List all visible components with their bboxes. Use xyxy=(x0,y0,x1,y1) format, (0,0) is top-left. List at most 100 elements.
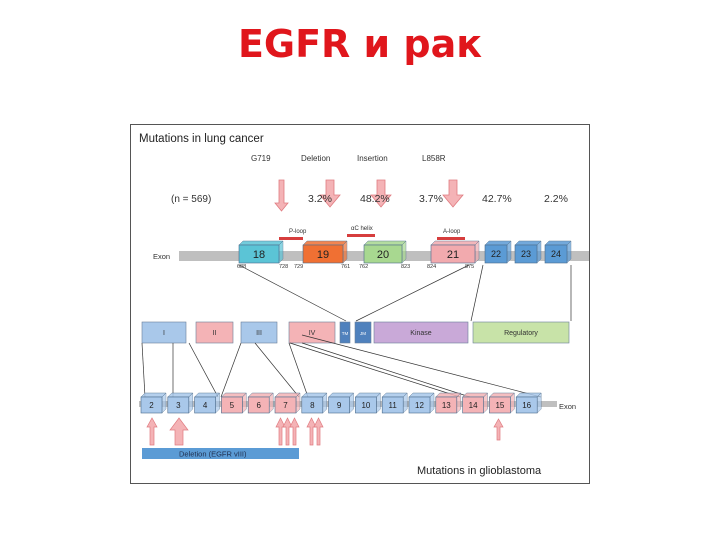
glioblastoma-arrows xyxy=(146,417,504,446)
exon-bottom-box xyxy=(489,396,511,414)
exon-top-side-face xyxy=(506,240,512,264)
exon-bottom-2: 2 xyxy=(140,392,167,414)
exon-bottom-15: 15 xyxy=(488,392,516,414)
domain-label: Regulatory xyxy=(504,330,538,337)
exon-top-box xyxy=(302,244,344,264)
exon-bottom-number: 6 xyxy=(256,401,261,410)
connector-lines-bottom xyxy=(141,334,542,398)
exon-top-number: 22 xyxy=(491,249,501,259)
position-875: 875 xyxy=(465,264,474,270)
deletion-egfr-viii-bar xyxy=(142,448,299,459)
exon-top-side-face xyxy=(474,240,480,264)
arrow-exon3 xyxy=(169,417,189,446)
arrow-exon8a xyxy=(306,417,317,446)
position-762: 762 xyxy=(359,264,368,270)
exon-bottom-box xyxy=(140,396,163,414)
exon-top-top-face xyxy=(430,240,480,246)
domain-label: TM xyxy=(342,331,349,336)
exon-bottom-9: 9 xyxy=(327,392,355,414)
exon-bottom-box xyxy=(167,396,190,414)
mutation-arrows xyxy=(274,179,464,212)
position-728: 728 xyxy=(279,264,288,270)
egfr-mutation-diagram: Mutations in lung cancer G719 Deletion I… xyxy=(130,124,590,484)
position-824: 824 xyxy=(427,264,436,270)
exon-bottom-8: 8 xyxy=(301,392,328,414)
position-823: 823 xyxy=(401,264,410,270)
exon-top-number: 18 xyxy=(253,249,265,261)
exon-bottom-14: 14 xyxy=(461,392,489,414)
exon-bottom-number: 15 xyxy=(495,401,504,410)
domain-i: I xyxy=(141,321,187,344)
exon-top-top-face xyxy=(484,240,512,246)
percentage: 42.7% xyxy=(482,193,512,205)
exon-bottom-12: 12 xyxy=(408,392,435,414)
exon-bottom-5: 5 xyxy=(220,392,248,414)
label-insertion: Insertion xyxy=(357,154,388,163)
position-729: 729 xyxy=(294,264,303,270)
exon-bottom-box xyxy=(221,396,243,414)
exon-top-number: 19 xyxy=(317,249,329,261)
exon-top-box xyxy=(484,244,508,264)
exon-bottom-7: 7 xyxy=(274,392,301,414)
domain-box xyxy=(195,321,234,344)
domain-label: Kinase xyxy=(410,330,432,337)
exon-bottom-box xyxy=(328,396,350,414)
exon-top-number: 23 xyxy=(521,249,531,259)
exon-bottom-box xyxy=(355,396,377,414)
exon-top-box xyxy=(430,244,476,264)
domain-box xyxy=(472,321,570,344)
domain-box xyxy=(141,321,187,344)
glioblastoma-heading: Mutations in glioblastoma xyxy=(417,465,542,477)
exon-label-bottom: Exon xyxy=(559,402,576,411)
domain-regulatory: Regulatory xyxy=(472,321,570,344)
label-l858r: L858R xyxy=(422,154,446,163)
percentage: 3.2% xyxy=(308,193,332,205)
exon-bottom-6: 6 xyxy=(247,392,274,414)
exon-top-23: 23 xyxy=(514,240,542,264)
arrow-exon2 xyxy=(146,417,158,446)
exon-top-side-face xyxy=(536,240,542,264)
exon-bottom-box xyxy=(515,396,538,414)
connector-lines-top xyxy=(238,264,572,322)
exon-bottom-number: 8 xyxy=(310,401,315,410)
domain-box xyxy=(288,321,336,344)
exon-bottom-16: 16 xyxy=(515,392,542,414)
domain-label: I xyxy=(163,330,165,337)
exon-bottom-number: 5 xyxy=(230,401,235,410)
domain-ii: II xyxy=(195,321,234,344)
percentage: 48.2% xyxy=(360,193,390,205)
exon-label-top: Exon xyxy=(153,252,170,261)
exon-bottom-box xyxy=(274,396,297,414)
exon-top-side-face xyxy=(278,240,284,264)
exon-bottom-box xyxy=(301,396,324,414)
exon-top-top-face xyxy=(544,240,572,246)
exon-top-side-face xyxy=(342,240,348,264)
exon-top-top-face xyxy=(363,240,407,246)
exon-bottom-11: 11 xyxy=(381,392,408,414)
domain-iii: III xyxy=(240,321,278,344)
arrow-exon7b xyxy=(282,417,293,446)
arrow-exon7c xyxy=(289,417,300,446)
exon-top-number: 24 xyxy=(551,249,561,259)
exon-top-box xyxy=(363,244,403,264)
exon-top-top-face xyxy=(238,240,284,246)
exon-bottom-number: 12 xyxy=(415,401,424,410)
exon-top-number: 21 xyxy=(447,249,459,261)
domain-label: III xyxy=(256,330,262,337)
exon-bottom-number: 7 xyxy=(283,401,288,410)
ac-helix-label: αC helix xyxy=(351,226,373,232)
domain-kinase: Kinase xyxy=(373,321,469,344)
a-loop-label: A-loop xyxy=(443,229,461,235)
exon-bottom-box xyxy=(194,396,216,414)
exon-top-side-face xyxy=(401,240,407,264)
exon-top-24: 24 xyxy=(544,240,572,264)
domain-box xyxy=(339,321,351,344)
slide-title: EGFR и рак xyxy=(237,22,483,66)
arrow-exon15 xyxy=(493,418,504,441)
p-loop-bar xyxy=(279,237,303,240)
exon-top-22: 22 xyxy=(484,240,512,264)
percentage: 2.2% xyxy=(544,193,568,205)
exon-bottom-number: 9 xyxy=(337,401,342,410)
exon-bottom-number: 10 xyxy=(361,401,370,410)
